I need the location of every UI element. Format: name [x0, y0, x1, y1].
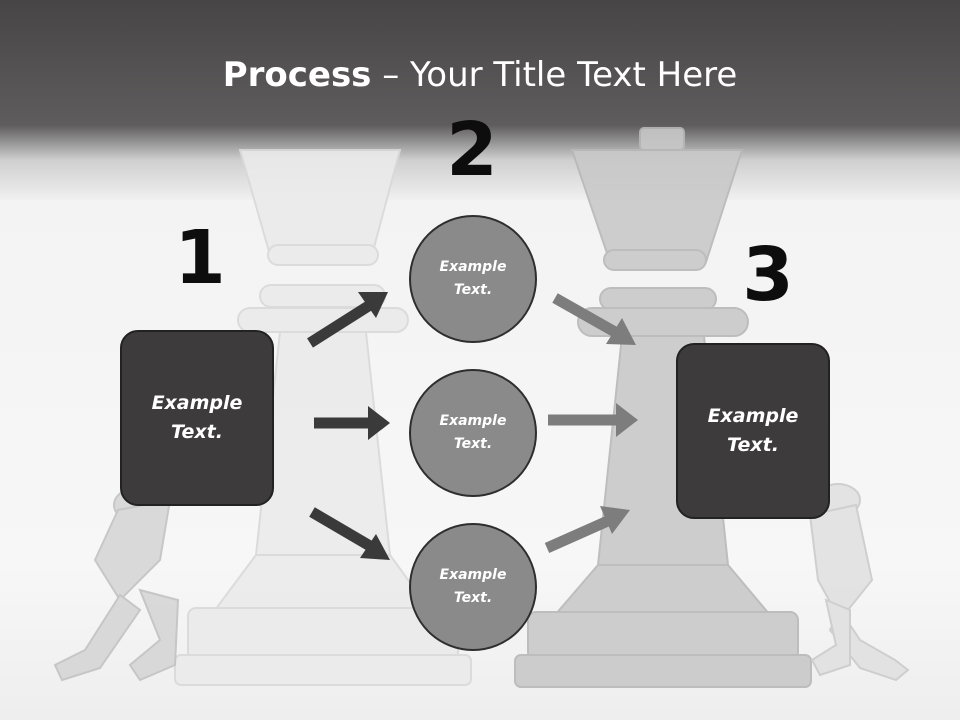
pushing-figure-icon: [53, 486, 180, 682]
circle-text-3: Example Text.: [439, 567, 507, 606]
step-number-1: 1: [174, 215, 226, 301]
arrow-icon: [548, 403, 638, 437]
chess-queen-icon: [174, 149, 472, 686]
right-process-box: Example Text.: [676, 343, 830, 519]
title-rest: – Your Title Text Here: [371, 55, 738, 95]
slide-title: Process – Your Title Text Here: [0, 52, 960, 98]
arrow-icon: [314, 406, 390, 440]
arrow-icon: [307, 292, 388, 348]
left-process-box: Example Text.: [120, 330, 274, 506]
left-box-text: Example Text.: [151, 392, 243, 443]
process-circle-2: Example Text.: [409, 369, 537, 497]
process-circle-1: Example Text.: [409, 215, 537, 343]
arrow-icon: [544, 506, 630, 554]
process-circle-3: Example Text.: [409, 523, 537, 651]
step-number-2: 2: [446, 107, 498, 193]
header-band: [0, 0, 960, 200]
circle-text-2: Example Text.: [439, 413, 507, 452]
arrow-icon: [552, 293, 636, 345]
step-number-3: 3: [742, 232, 794, 318]
arrow-icon: [309, 507, 390, 560]
circle-text-1: Example Text.: [439, 259, 507, 298]
title-bold: Process: [222, 55, 372, 95]
right-box-text: Example Text.: [707, 405, 799, 456]
